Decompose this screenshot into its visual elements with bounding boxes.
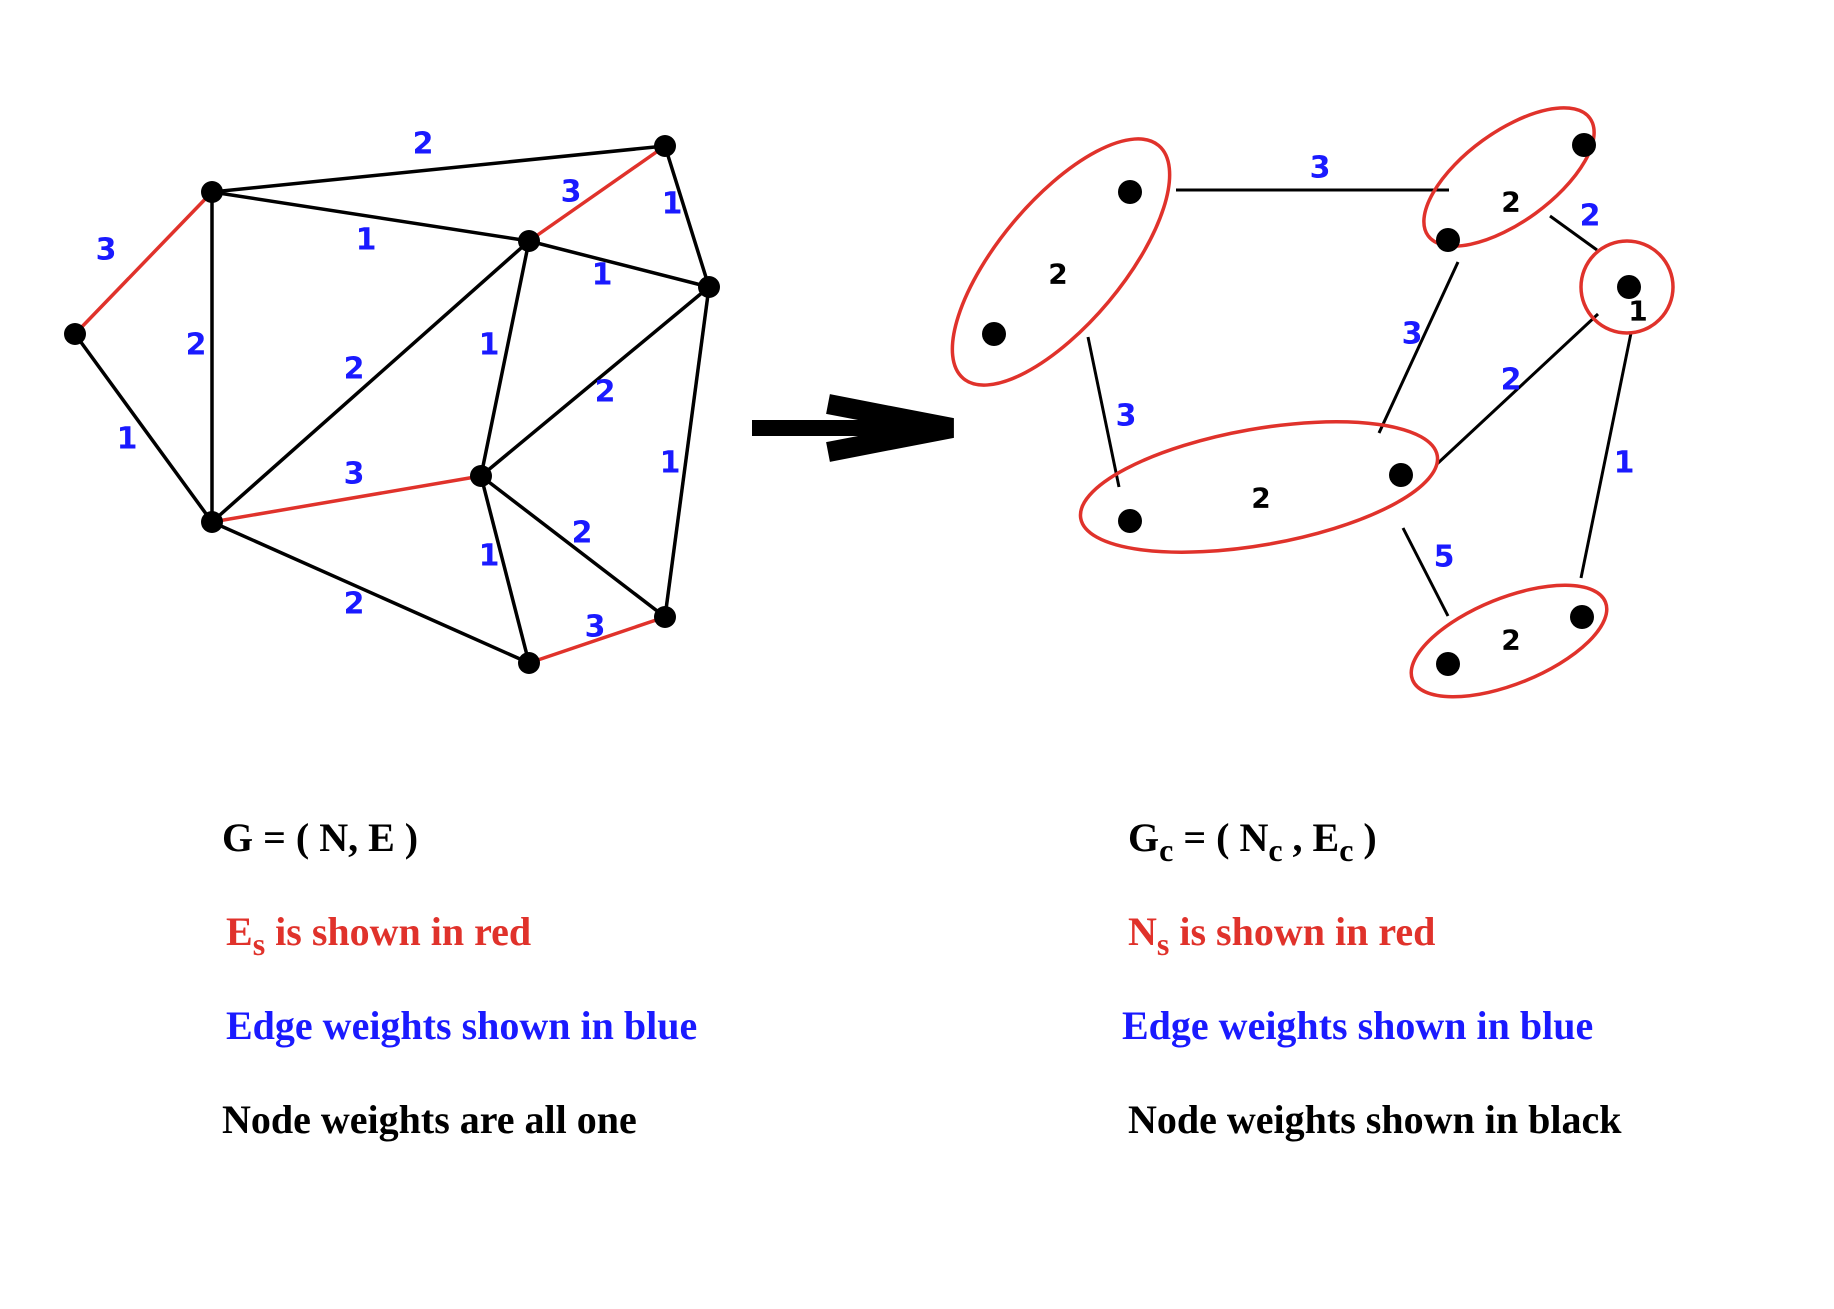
node-v0 bbox=[64, 323, 86, 345]
edge-weight-v4-v6: 1 bbox=[479, 328, 500, 363]
supernode-A-outline bbox=[950, 137, 1172, 387]
edge-weight-v4-v5: 1 bbox=[592, 258, 613, 293]
coarse-edge-D-E bbox=[1401, 527, 1450, 617]
edge-weight-v3-v5: 1 bbox=[662, 187, 683, 222]
supernode-B-weight: 2 bbox=[1501, 186, 1520, 219]
supernode-B-outline bbox=[1422, 106, 1596, 248]
node-v6 bbox=[470, 465, 492, 487]
edge-v4-v5 bbox=[528, 239, 710, 289]
edge-v5-v9 bbox=[663, 286, 711, 618]
supernode-B-node-1 bbox=[1436, 228, 1460, 252]
supernode-E-node-1 bbox=[1570, 605, 1594, 629]
edge-v5-v6 bbox=[479, 285, 711, 478]
edge-weight-v1-v2: 2 bbox=[186, 328, 207, 363]
node-v1 bbox=[201, 181, 223, 203]
coarse-graph-formula: Gc = ( Nc , Ec ) bbox=[1128, 815, 1377, 868]
supernode-D-node-1 bbox=[1389, 463, 1413, 487]
edge-v2-v4 bbox=[210, 239, 531, 524]
edge-v4-v6 bbox=[479, 240, 531, 477]
edge-weight-v5-v6: 2 bbox=[595, 375, 616, 410]
edge-weight-v5-v9: 1 bbox=[660, 446, 681, 481]
supernode-E-weight: 2 bbox=[1501, 624, 1520, 657]
coarse-edge-weight-D-E: 5 bbox=[1434, 540, 1455, 575]
edge-weight-v6-v9: 2 bbox=[572, 516, 593, 551]
edge-weight-v6-v8: 1 bbox=[479, 539, 500, 574]
edge-v0-v2 bbox=[73, 332, 214, 524]
coarse-edge-B-C bbox=[1549, 214, 1598, 252]
edge-weight-v1-v3: 2 bbox=[413, 127, 434, 162]
supernode-E-outline bbox=[1409, 583, 1609, 699]
coarse-edge-weight-A-B: 3 bbox=[1310, 151, 1331, 186]
coarse-edge-weights-legend: Edge weights shown in blue bbox=[1122, 1003, 1594, 1048]
edge-weight-v3-v4: 3 bbox=[561, 175, 582, 210]
node-v9 bbox=[654, 606, 676, 628]
supernode-D-outline bbox=[1078, 420, 1440, 554]
edge-weight-v2-v8: 2 bbox=[344, 587, 365, 622]
supernode-C-weight: 1 bbox=[1628, 295, 1647, 328]
special-edges-legend: Es is shown in red bbox=[226, 909, 532, 962]
supernode-D-node-0 bbox=[1118, 509, 1142, 533]
fine-graph-formula: G = ( N, E ) bbox=[222, 815, 419, 860]
edge-v2-v8 bbox=[211, 520, 530, 665]
edge-v1-v3 bbox=[211, 144, 666, 194]
edge-weight-v1-v4: 1 bbox=[356, 223, 377, 258]
edge-weight-v0-v2: 1 bbox=[117, 422, 138, 457]
coarse-edge-weight-C-E: 1 bbox=[1614, 446, 1635, 481]
node-v5 bbox=[698, 276, 720, 298]
edge-v3-v5 bbox=[663, 145, 711, 288]
coarse-graph: 2 2 1 2 2 3 3 2 3 2 1 5 bbox=[950, 106, 1675, 699]
edge-v6-v8 bbox=[479, 475, 531, 664]
coarse-edge-B-D bbox=[1377, 261, 1460, 434]
node-v2 bbox=[201, 511, 223, 533]
supernode-D-weight: 2 bbox=[1251, 482, 1270, 515]
right-arrow-icon bbox=[752, 394, 954, 462]
edge-weight-v8-v9: 3 bbox=[585, 610, 606, 645]
edge-v2-v6 bbox=[211, 474, 482, 524]
coarse-node-weights-note: Node weights shown in black bbox=[1128, 1097, 1622, 1142]
supernode-B-node-0 bbox=[1572, 133, 1596, 157]
fine-graph: 3 1 2 2 1 3 1 1 2 1 2 3 1 1 2 2 3 bbox=[64, 127, 720, 674]
node-v4 bbox=[518, 230, 540, 252]
fine-edge-weights-legend: Edge weights shown in blue bbox=[226, 1003, 698, 1048]
coarse-edge-weight-A-D: 3 bbox=[1116, 399, 1137, 434]
coarse-edge-weight-B-C: 2 bbox=[1580, 199, 1601, 234]
supernode-A-weight: 2 bbox=[1048, 258, 1067, 291]
edge-v8-v9 bbox=[528, 615, 666, 665]
coarse-edge-C-E bbox=[1579, 332, 1633, 579]
supernode-E-node-0 bbox=[1436, 652, 1460, 676]
edge-v0-v1 bbox=[73, 190, 214, 336]
coarse-edge-A-D bbox=[1086, 336, 1121, 488]
fine-node-weights-note: Node weights are all one bbox=[222, 1097, 637, 1142]
edge-weight-v2-v4: 2 bbox=[344, 352, 365, 387]
edge-weight-v0-v1: 3 bbox=[96, 233, 117, 268]
edge-v3-v4 bbox=[527, 144, 667, 243]
coarse-edge-C-D bbox=[1435, 312, 1600, 466]
supernode-A-node-1 bbox=[982, 322, 1006, 346]
coarse-edge-weight-B-D: 3 bbox=[1402, 317, 1423, 352]
special-nodes-legend: Ns is shown in red bbox=[1128, 909, 1436, 962]
node-v3 bbox=[654, 135, 676, 157]
supernode-A-node-0 bbox=[1118, 180, 1142, 204]
edge-v1-v4 bbox=[211, 190, 530, 243]
coarse-edge-weight-C-D: 2 bbox=[1501, 363, 1522, 398]
supernode-C-outline bbox=[1579, 239, 1675, 335]
supernode-C-node-0 bbox=[1617, 275, 1641, 299]
node-v8 bbox=[518, 652, 540, 674]
edge-v6-v9 bbox=[479, 474, 667, 619]
edge-weight-v2-v6: 3 bbox=[344, 457, 365, 492]
